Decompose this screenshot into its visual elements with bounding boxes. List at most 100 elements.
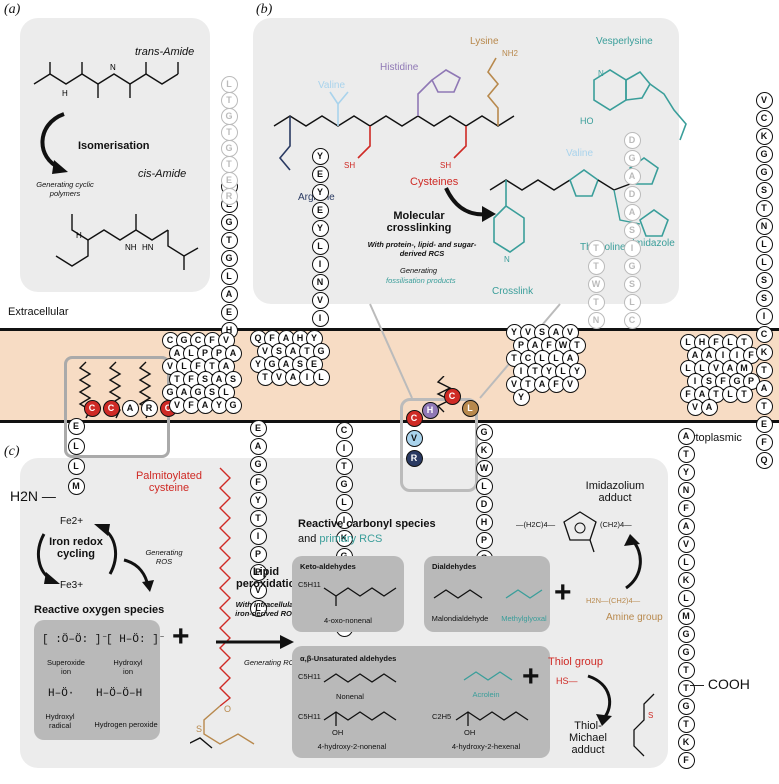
residue-tm1-29: G xyxy=(224,396,242,414)
residue-cyt2-8: P xyxy=(249,563,267,581)
residue-ext3-4: I xyxy=(623,239,641,257)
with-rcs-label: With protein-, lipid- and sugar-derived … xyxy=(367,240,477,258)
svg-text:N: N xyxy=(110,63,116,72)
hydroxyl-radical-label: Hydroxyl radical xyxy=(45,712,75,730)
c-terminus-text: COOH xyxy=(707,676,750,692)
ros-arrow xyxy=(123,558,154,592)
residue-cyt2-4: Y xyxy=(249,491,267,509)
residue-ext3-8: A xyxy=(623,167,641,185)
amine-group-label: Amine group xyxy=(606,612,663,623)
residue-right-bottom-8: K xyxy=(677,571,695,589)
hne-name: 4-hydroxy-2-nonenal xyxy=(317,742,387,751)
residue-ext2-8: E xyxy=(311,165,329,183)
svg-text:HO: HO xyxy=(580,116,594,126)
svg-text:S: S xyxy=(196,724,202,734)
residue-tm3-top-1: T xyxy=(587,293,605,311)
residue-palm-1: C xyxy=(102,399,120,417)
residue-loop-a-1: E xyxy=(220,171,238,189)
residue-tm1-14: A xyxy=(217,357,235,375)
isomerisation-label: Isomerisation xyxy=(78,140,150,152)
cis-amide-label: cis-Amide xyxy=(138,168,187,180)
svg-text:H: H xyxy=(62,89,68,98)
ros-title: Reactive oxygen species xyxy=(34,604,165,616)
residue-cyt2-3: F xyxy=(249,473,267,491)
residue-right-bottom-3: N xyxy=(677,481,695,499)
residue-tm3-top-0: N xyxy=(587,311,605,329)
valine-label: Valine xyxy=(318,80,346,91)
hydroxyl-radical-structure: H–Ö· xyxy=(48,688,75,700)
keto-aldehydes-box xyxy=(292,556,404,632)
residue-tm1-top-2: A xyxy=(220,285,238,303)
residue-cyt3-4: L xyxy=(335,493,353,511)
residue-ext2-4: L xyxy=(311,237,329,255)
imid-formula-right: (CH2)4— xyxy=(600,520,632,529)
plus-sign-3: + xyxy=(522,660,540,693)
thiol-michael-adduct-label: Thiol-Michael adduct xyxy=(569,720,607,756)
svg-text:SH: SH xyxy=(440,161,451,170)
residue-crosslink-3: C xyxy=(405,409,423,427)
unsaturated-aldehydes-box xyxy=(292,646,550,758)
residue-cyt3-2: T xyxy=(335,457,353,475)
hhe-oh-label: OH xyxy=(464,728,476,737)
residue-right-bottom-15: G xyxy=(677,697,695,715)
c2h5-label: C2H5 xyxy=(432,712,452,721)
thiol-arrow xyxy=(587,674,612,726)
residue-cyt2-6: I xyxy=(249,527,267,545)
cysteines-label: Cysteines xyxy=(410,176,459,188)
plus-sign-1: + xyxy=(172,620,190,653)
hydrogen-peroxide-label: Hydrogen peroxide xyxy=(94,720,158,729)
svg-text:O: O xyxy=(224,704,231,714)
residue-ext2-0: I xyxy=(311,309,329,327)
residue-tm1-top-3: L xyxy=(220,267,238,285)
residue-cyt3-3: G xyxy=(335,475,353,493)
imidazolium-adduct-label: Imidazolium adduct xyxy=(585,480,645,504)
residue-loop-a-7: L xyxy=(220,75,238,93)
nonenal-structure xyxy=(323,673,397,683)
fe2-label: Fe2+ xyxy=(60,516,84,527)
residue-right-top-15: T xyxy=(755,361,773,379)
residue-ext2-2: N xyxy=(311,273,329,291)
lipid-arrow xyxy=(216,635,294,649)
residue-ext3-2: S xyxy=(623,275,641,293)
c5h11-label-1: C5H11 xyxy=(298,580,321,589)
svg-text:N: N xyxy=(598,69,604,78)
dialdehydes-title: Dialdehydes xyxy=(432,562,477,571)
residue-right-bottom-13: T xyxy=(677,661,695,679)
residue-right-bottom-6: V xyxy=(677,535,695,553)
amine-formula: H2N—(CH2)4— xyxy=(586,596,641,605)
c5h11-label-3: C5H11 xyxy=(298,712,321,721)
extracellular-label: Extracellular xyxy=(8,306,69,318)
imidazole-label: Imidazole xyxy=(632,238,675,249)
residue-nterm-0: E xyxy=(67,417,85,435)
residue-cyt2-7: P xyxy=(249,545,267,563)
residue-nterm-3: M xyxy=(67,477,85,495)
residue-right-bottom-16: T xyxy=(677,715,695,733)
residue-tm2-9: G xyxy=(312,342,330,360)
residue-cyt4-0: G xyxy=(475,423,493,441)
membrane-bottom-line xyxy=(0,420,779,423)
residue-ext3-10: D xyxy=(623,131,641,149)
residue-tm3-top-2: W xyxy=(587,275,605,293)
residue-ext2-7: Y xyxy=(311,183,329,201)
residue-ext3-0: C xyxy=(623,311,641,329)
residue-nterm-1: L xyxy=(67,437,85,455)
residue-loop-a-2: T xyxy=(220,155,238,173)
residue-right-top-7: N xyxy=(755,217,773,235)
residue-tm3-top-4: T xyxy=(587,239,605,257)
residue-right-top-12: I xyxy=(755,307,773,325)
residue-right-bottom-1: T xyxy=(677,445,695,463)
generating-rcs-label: Generating RCS xyxy=(244,658,300,667)
hydroxyl-ion-label: Hydroxyl ion xyxy=(113,658,143,676)
residue-tm2-16: V xyxy=(270,368,288,386)
hne-structure xyxy=(323,711,397,726)
residue-loop-a-6: T xyxy=(220,91,238,109)
palmitoylated-label: Palmitoylated cysteine xyxy=(135,470,203,494)
svg-text:HN: HN xyxy=(142,243,154,252)
residue-ext3-9: G xyxy=(623,149,641,167)
residue-crosslink-2: L xyxy=(461,399,479,417)
histidine-label: Histidine xyxy=(380,62,419,73)
residue-tm2-19: L xyxy=(312,368,330,386)
residue-right-top-2: K xyxy=(755,127,773,145)
residue-tm1-top-1: E xyxy=(220,303,238,321)
crosslink-label: Crosslink xyxy=(492,286,534,297)
